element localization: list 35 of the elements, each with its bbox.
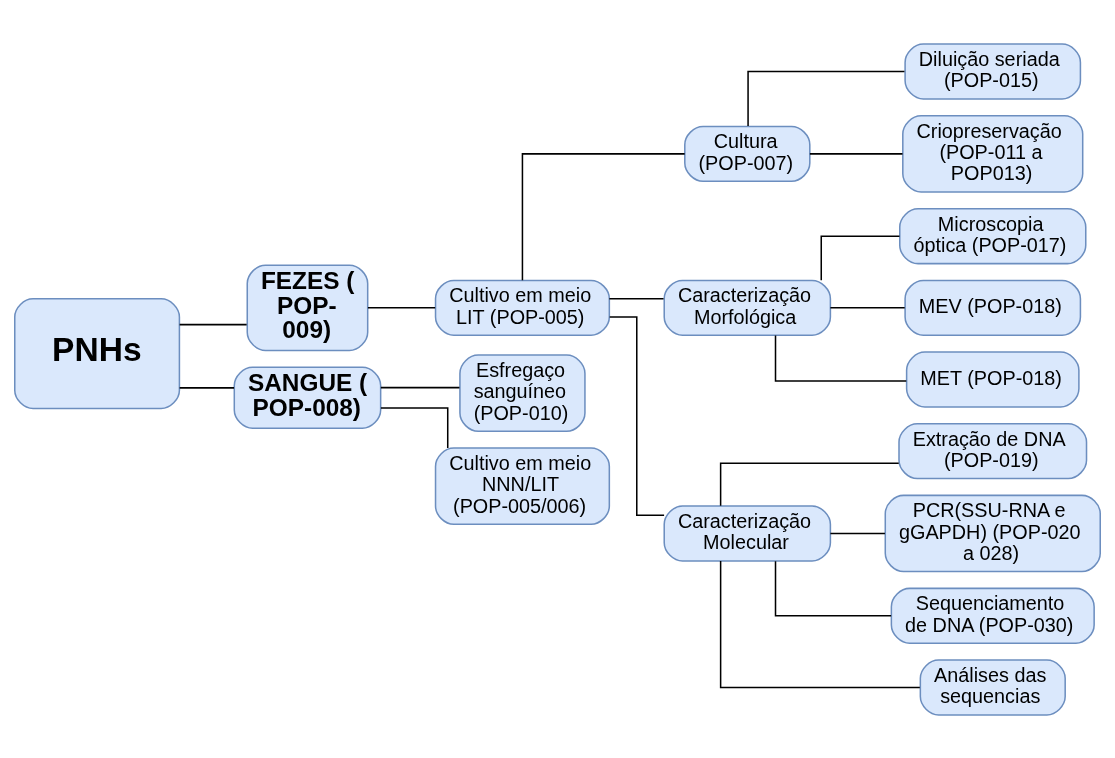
node-box: PNHs	[14, 297, 181, 409]
node-box: MEV (POP-018)	[904, 279, 1082, 336]
node-box: Cultura (POP-007)	[684, 125, 811, 182]
connector	[608, 297, 665, 299]
connector	[380, 386, 461, 388]
connector	[380, 406, 449, 449]
connector	[608, 315, 665, 516]
node-box: MET (POP-018)	[905, 350, 1080, 408]
node-box: PCR(SSU-RNA e gGAPDH) (POP-020 a 028)	[884, 494, 1101, 572]
node-box: Cultivo em meio LIT (POP-005)	[434, 279, 611, 336]
node-box: Cultivo em meio NNN/LIT (POP-005/006)	[434, 446, 611, 525]
connector	[809, 152, 904, 155]
connector	[829, 532, 886, 534]
connector	[178, 386, 235, 389]
node-box: Análises das sequencias	[919, 658, 1066, 716]
node-box: Criopreservação (POP-011 a POP013)	[902, 114, 1084, 193]
node-box: Diluição seriada (POP-015)	[904, 42, 1082, 100]
node-box: Sequenciamento de DNA (POP-030)	[890, 587, 1095, 644]
connector	[774, 334, 908, 382]
connector	[521, 152, 686, 281]
node-box: SANGUE (POP-008)	[233, 366, 382, 429]
connector	[178, 323, 248, 325]
connector	[719, 559, 921, 688]
node-box: Microscopia óptica (POP-017)	[899, 207, 1087, 264]
node-box: Caracterização Morfológica	[663, 279, 832, 336]
connector	[820, 234, 901, 281]
connector	[829, 306, 906, 309]
connector	[747, 70, 906, 127]
connector	[774, 560, 892, 617]
node-box: Caracterização Molecular	[663, 504, 832, 562]
connector	[367, 306, 436, 309]
node-box: Extração de DNA (POP-019)	[898, 422, 1088, 479]
node-box: Esfregaço sanguíneo (POP-010)	[459, 353, 586, 432]
node-box: FEZES (POP-009)	[246, 263, 369, 351]
connector	[719, 462, 900, 506]
